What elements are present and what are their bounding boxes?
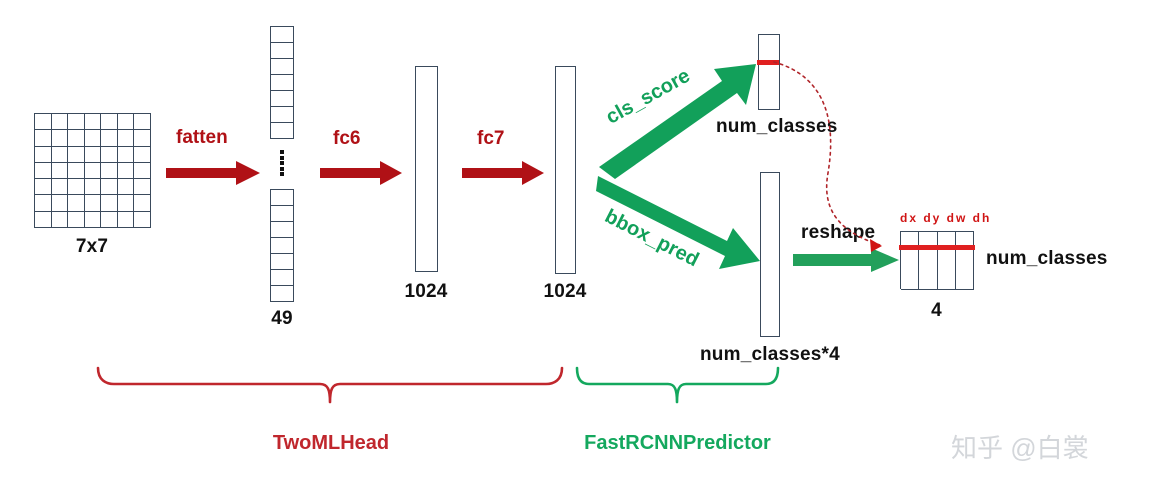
fc7-output-size-label: 1024 [543, 281, 587, 302]
fc7-arrow-icon [462, 161, 544, 185]
twomlhead-group-label: TwoMLHead [272, 432, 390, 454]
flatten-vector-top-cells [270, 26, 294, 139]
flatten-vector-ellipsis-icon [279, 150, 284, 176]
watermark: 知乎 @白裳 [951, 433, 1089, 463]
reshaped-tensor-grid [900, 231, 974, 290]
fc7-arrow-label: fc7 [477, 128, 505, 149]
reshaped-tensor-height-label: num_classes [986, 248, 1108, 269]
fc6-output-size-label: 1024 [404, 281, 448, 302]
flatten-vector-size-label: 49 [271, 308, 293, 329]
cls-score-arrow-icon [599, 64, 756, 179]
fastrcnnpredictor-brace-icon [575, 366, 780, 404]
bbox-pred-arrow-icon [596, 176, 760, 269]
fc7-output-box [555, 66, 576, 274]
reshape-mapping-dotted-curve-icon [773, 61, 882, 252]
cls-score-output-box [758, 34, 780, 110]
reshape-arrow-icon [793, 248, 899, 272]
reshape-arrow-label: reshape [801, 222, 876, 243]
input-size-label: 7x7 [75, 236, 109, 257]
fc6-arrow-label: fc6 [333, 128, 361, 149]
bbox-pred-output-label: num_classes*4 [700, 344, 840, 365]
cls-score-output-label: num_classes [716, 116, 838, 137]
fc6-output-box [415, 66, 438, 272]
fastrcnnpredictor-group-label: FastRCNNPredictor [584, 432, 771, 454]
cls-score-selected-row-marker [757, 60, 779, 65]
reshaped-tensor-column-headers: dx dy dw dh [900, 211, 992, 225]
twomlhead-brace-icon [96, 366, 564, 404]
fc6-arrow-icon [320, 161, 402, 185]
bbox-pred-output-box [760, 172, 780, 337]
flatten-vector-bottom-cells [270, 189, 294, 302]
reshaped-tensor-width-label: 4 [931, 300, 942, 321]
input-feature-grid [34, 113, 151, 228]
fatten-arrow-label: fatten [176, 127, 228, 148]
fatten-arrow-icon [166, 161, 260, 185]
reshaped-tensor-selected-row-marker [899, 245, 975, 250]
